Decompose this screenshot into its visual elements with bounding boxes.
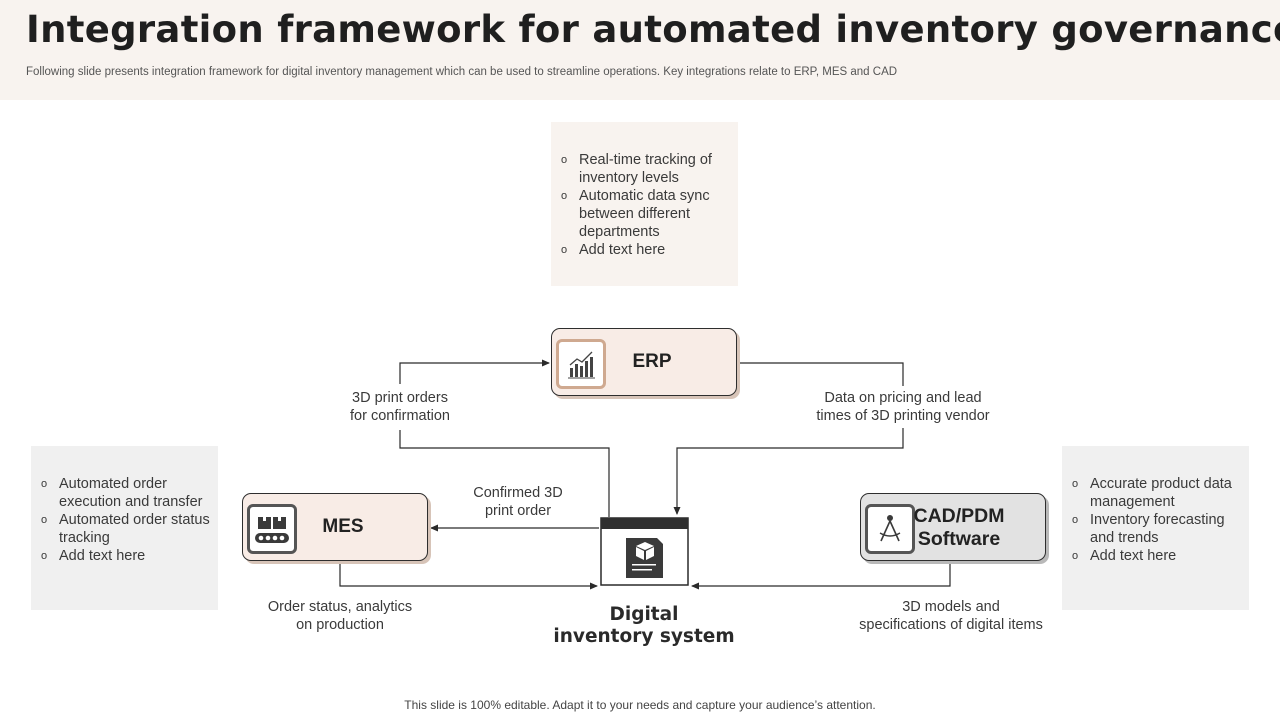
bullet-icon: o: [561, 154, 568, 166]
drafting-compass-icon: [865, 504, 915, 554]
bullet-icon: o: [1072, 478, 1079, 490]
header-band: Integration framework for automated inve…: [0, 0, 1280, 100]
bullet-icon: o: [41, 478, 48, 490]
label-order-status: Order status, analytics on production: [267, 599, 413, 633]
label-3d-models: 3D models and specifications of digital …: [859, 599, 1043, 633]
footer-note: This slide is 100% editable. Adapt it to…: [404, 698, 876, 712]
erp-node[interactable]: ERP: [551, 328, 737, 396]
bullet-icon: o: [1072, 514, 1079, 526]
inventory-window-icon: [600, 517, 689, 586]
erp-label: ERP: [632, 351, 672, 372]
label-print-orders: 3D print orders for confirmation: [350, 390, 450, 424]
connector-cad-to-center: [691, 562, 951, 590]
connector-erp-to-center: [737, 362, 904, 386]
bullet-icon: o: [561, 190, 568, 202]
bullet-icon: o: [1072, 550, 1079, 562]
connector-mes-to-center: [339, 562, 598, 590]
label-pricing-lead: Data on pricing and lead times of 3D pri…: [816, 390, 990, 424]
cad-pdm-label: CAD/PDM Software: [913, 505, 1005, 550]
mes-node[interactable]: MES: [242, 493, 428, 561]
page-subtitle: Following slide presents integration fra…: [26, 66, 898, 78]
connector-center-to-erp-top: [399, 359, 550, 384]
bullet-icon: o: [41, 514, 48, 526]
conveyor-belt-icon: [247, 504, 297, 554]
digital-inventory-system-title: Digital inventory system: [553, 604, 735, 647]
chart-bars-icon: [556, 339, 606, 389]
page-title: Integration framework for automated inve…: [26, 8, 1280, 51]
mes-label: MES: [322, 516, 364, 537]
bullet-icon: o: [561, 244, 568, 256]
connector-center-to-erp: [399, 430, 610, 517]
label-confirmed-order: Confirmed 3D print order: [473, 485, 563, 519]
cad-pdm-node[interactable]: CAD/PDM Software: [860, 493, 1046, 561]
connector-erp-to-center-bottom: [673, 428, 904, 515]
bullet-icon: o: [41, 550, 48, 562]
